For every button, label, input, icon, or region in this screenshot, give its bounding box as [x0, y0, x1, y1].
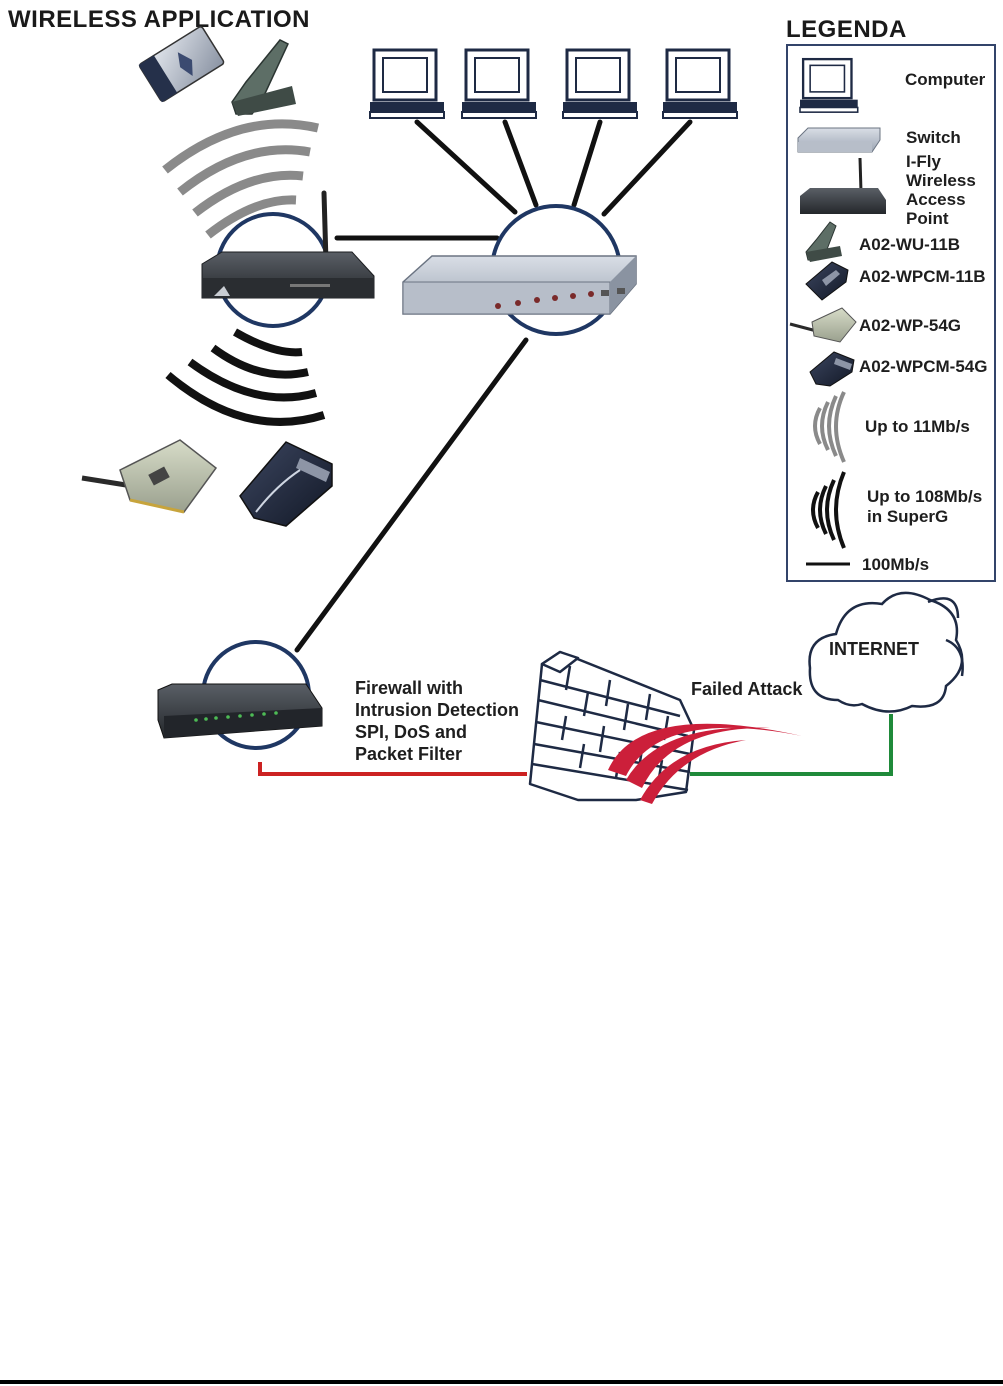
firewall-label-line-1: Firewall with: [355, 678, 464, 698]
legend-label-100mbps: 100Mb/s: [862, 555, 930, 574]
legend-box: [786, 44, 996, 582]
internet-cloud: [808, 591, 964, 713]
computers: [369, 48, 738, 119]
pci-card-bottom: [81, 439, 218, 514]
router-device: [157, 683, 323, 739]
switch-device: [402, 255, 637, 315]
computer-1: [369, 48, 445, 119]
pcmcia-card-top: [138, 26, 225, 103]
lan-lines: [294, 119, 693, 653]
legend-access-point-icon: [800, 157, 886, 214]
link-computer-1: [414, 119, 518, 215]
link-computer-3: [571, 119, 603, 208]
legend-label-108mbps-2: in SuperG: [867, 507, 949, 526]
legend-label-access-point-1: I-Fly: [906, 152, 941, 171]
legend-label-switch: Switch: [906, 128, 961, 147]
diagram-title: WIRELESS APPLICATION: [8, 6, 311, 33]
legend-label-108mbps-1: Up to 108Mb/s: [867, 487, 983, 506]
router-firewall-link: [258, 762, 527, 776]
legend-switch-icon: [797, 127, 881, 153]
access-point-device: [201, 190, 375, 299]
legend-title: LEGENDA: [786, 16, 907, 43]
legend-pcmcia-icon-2: [809, 351, 855, 387]
firewall-label-line-3: SPI, DoS and: [355, 722, 468, 742]
computer-3: [562, 48, 638, 119]
link-computer-2: [502, 119, 539, 208]
computer-2: [461, 48, 537, 119]
legend-pcmcia-icon-1: [805, 261, 849, 301]
legend-pci-icon: [789, 307, 857, 343]
legend-icons: [789, 57, 886, 566]
legend-computer-icon: [799, 57, 859, 113]
failed-attack-label: Failed Attack: [691, 679, 803, 699]
pcmcia-card-bottom: [239, 441, 333, 527]
firewall-label-line-2: Intrusion Detection: [355, 700, 520, 720]
legend-label-access-point-2: Wireless: [906, 171, 976, 190]
computer-4: [662, 48, 738, 119]
wave-black-lower: [165, 328, 326, 426]
usb-adapter-top: [231, 39, 296, 116]
legend-wave-black-icon: [811, 471, 846, 549]
wave-gray-upper: [162, 119, 320, 239]
legend-label-11mbps: Up to 11Mb/s: [865, 417, 970, 436]
internet-label: INTERNET: [829, 639, 919, 659]
page-bottom-rule: [0, 1380, 1003, 1384]
firewall-internet-link: [690, 714, 893, 776]
link-switch-router: [294, 337, 529, 653]
legend-label-computer: Computer: [905, 70, 986, 89]
legend-label-pcmcia-11b: A02-WPCM-11B: [859, 267, 986, 286]
firewall-label-line-4: Packet Filter: [355, 744, 463, 764]
legend-wave-gray-icon: [813, 391, 846, 463]
legend-label-access-point-3: Access: [906, 190, 966, 209]
legend-label-pcmcia-54g: A02-WPCM-54G: [859, 357, 988, 376]
legend-label-pci-54g: A02-WP-54G: [859, 316, 962, 335]
legend-label-usb: A02-WU-11B: [859, 235, 961, 254]
link-computer-4: [601, 119, 693, 217]
legend-usb-adapter-icon: [805, 221, 842, 262]
legend-label-access-point-4: Point: [906, 209, 949, 228]
attack-swooshes: [608, 723, 802, 804]
